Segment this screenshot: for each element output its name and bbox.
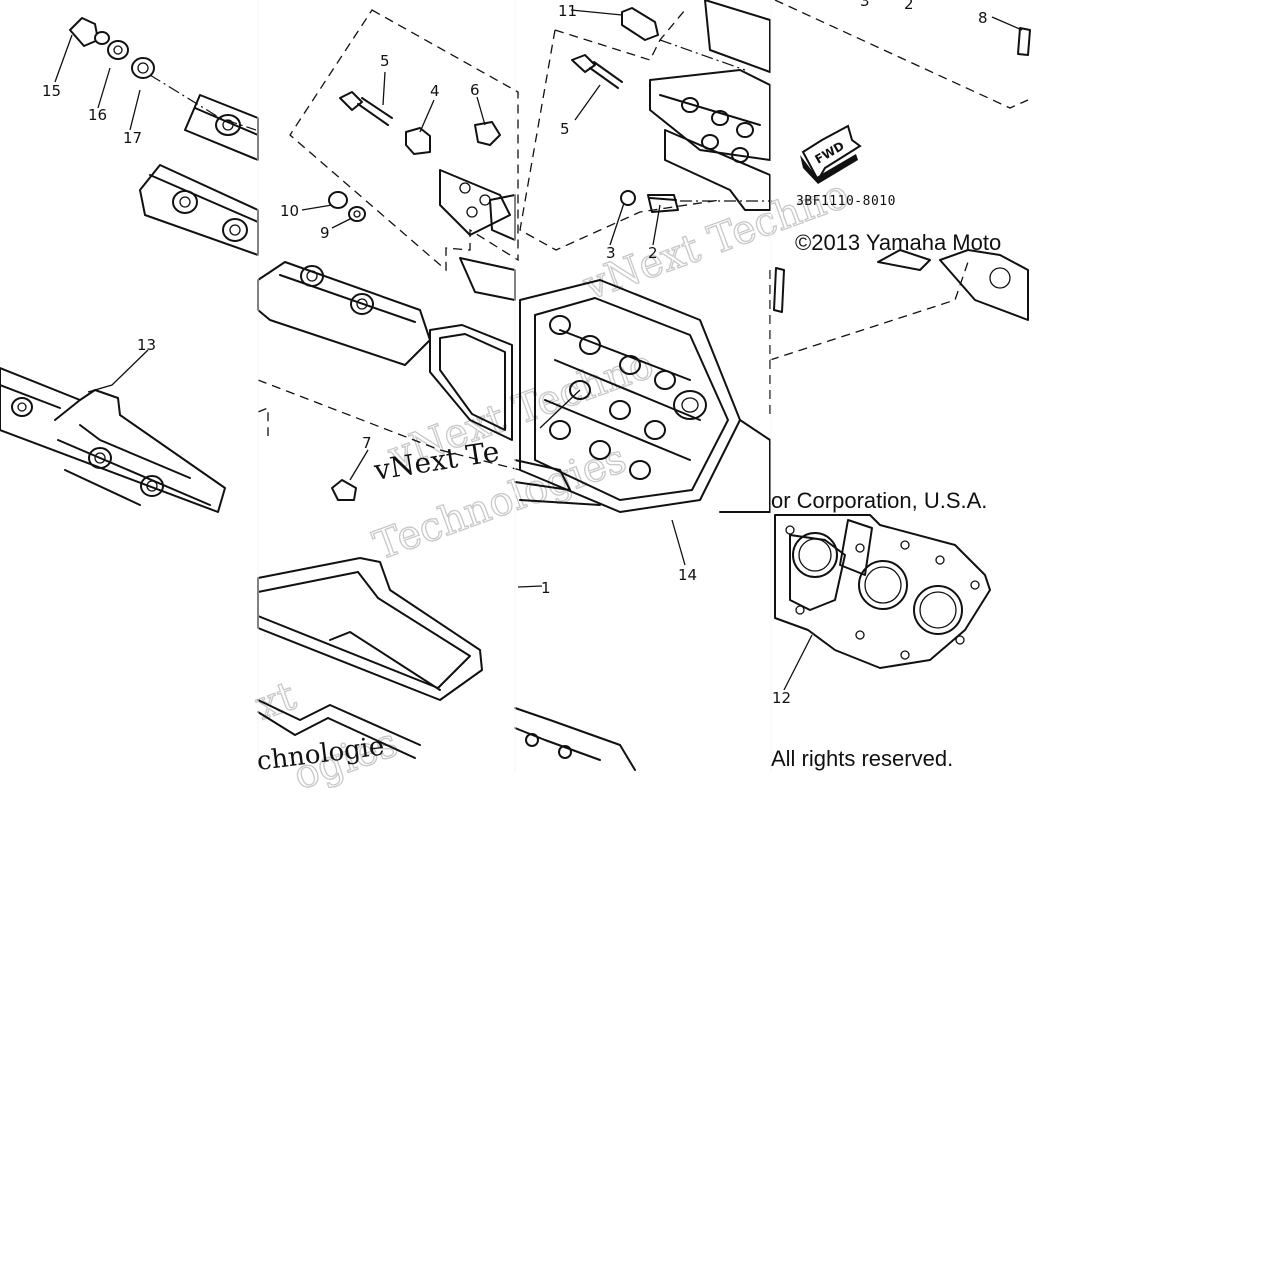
callout-7: 7 [362,434,372,452]
tile-seams [257,0,772,772]
watermark: vNext Techno vNext Techno Technologies x… [249,170,855,800]
dowel-pin-8 [773,27,1031,313]
head-cover-upper [139,94,259,256]
camshaft-parts [328,91,516,501]
callout-5a: 5 [380,52,390,70]
callout-16: 16 [88,106,107,124]
copyright-line-3: All rights reserved. [771,746,953,771]
callout-10: 10 [280,202,299,220]
assembly-outlines [257,0,1029,471]
callout-2a: 2 [648,244,658,262]
callout-8: 8 [978,9,988,27]
callout-2b: 2 [904,0,914,13]
head-gasket-lower [514,707,636,771]
callout-15: 15 [42,82,61,100]
callout-3b: 3 [860,0,870,10]
fwd-arrow-icon: FWD [800,124,862,184]
bolt-and-plug [571,7,679,213]
callout-11: 11 [558,2,577,20]
callout-6: 6 [470,81,480,99]
cylinder-head-gasket-12 [774,249,1029,669]
callout-4: 4 [430,82,440,100]
head-cover-middle [257,257,516,366]
callout-5b: 5 [560,120,570,138]
callout-14: 14 [678,566,697,584]
copyright-line-2: or Corporation, U.S.A. [771,488,987,513]
callout-17: 17 [123,129,142,147]
callout-9: 9 [320,224,330,242]
callout-numbers: 15 16 17 13 5 4 6 10 9 11 5 3 2 3 2 8 7 … [42,0,988,707]
bolt-washer-set [69,17,155,79]
head-cover-13 [0,367,226,513]
part-code: 3BF1110-8010 [796,194,896,209]
copyright-line-1: ©2013 Yamaha Moto [795,230,1001,255]
leader-lines [54,9,1023,691]
callout-12: 12 [772,689,791,707]
callout-13: 13 [137,336,156,354]
callout-3a: 3 [606,244,616,262]
watermark-text: xt [250,673,302,729]
cylinder-head [514,0,771,513]
callout-1: 1 [541,579,551,597]
